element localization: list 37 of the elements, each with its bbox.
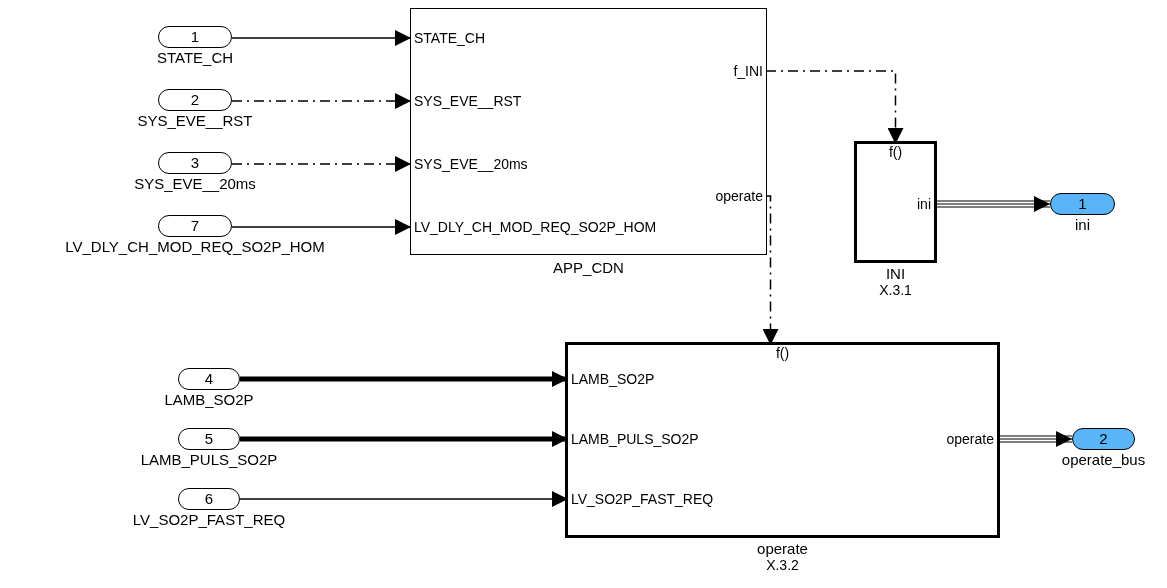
block-number: X.3.1 [879, 282, 912, 299]
port-number: 2 [1099, 431, 1108, 447]
port-label: SYS_EVE__20ms [411, 156, 528, 172]
arrow [240, 431, 568, 447]
port-number: 1 [190, 29, 200, 45]
block-name: INI [884, 265, 907, 282]
arrow [231, 93, 412, 109]
port-number: 2 [190, 92, 200, 108]
signal-name: STATE_CH [156, 49, 234, 66]
block-number: X.3.2 [765, 557, 800, 574]
port-number: 1 [1078, 196, 1087, 212]
block-name: APP_CDN [553, 259, 624, 276]
arrow [231, 219, 412, 235]
signal-name: LAMB_PULS_SO2P [140, 451, 278, 468]
port-number: 4 [204, 371, 214, 387]
block-name: operate [757, 540, 808, 557]
signal-name: LV_DLY_CH_MOD_REQ_SO2P_HOM [65, 238, 325, 255]
arrow [231, 156, 412, 172]
port-label: SYS_EVE__RST [411, 93, 522, 109]
port-label: f() [775, 345, 790, 361]
arrow [240, 371, 568, 387]
signal-name: SYS_EVE__20ms [134, 175, 256, 192]
port-number: 6 [204, 491, 214, 507]
signal-name: LV_SO2P_FAST_REQ [132, 511, 286, 528]
port-number: 3 [190, 155, 200, 171]
port-label: f() [888, 144, 903, 160]
port-label: operate [946, 431, 997, 447]
signal-name: operate_bus [1061, 451, 1146, 468]
port-number: 5 [204, 431, 214, 447]
port-label: operate [715, 188, 766, 204]
arrow [231, 30, 412, 46]
signal-name: LAMB_SO2P [164, 391, 254, 408]
port-label: ini [917, 196, 934, 212]
signal-name: ini [1075, 216, 1090, 233]
port-number: 7 [190, 218, 200, 234]
signal-name: SYS_EVE__RST [137, 112, 253, 129]
port-label: STATE_CH [411, 30, 486, 46]
